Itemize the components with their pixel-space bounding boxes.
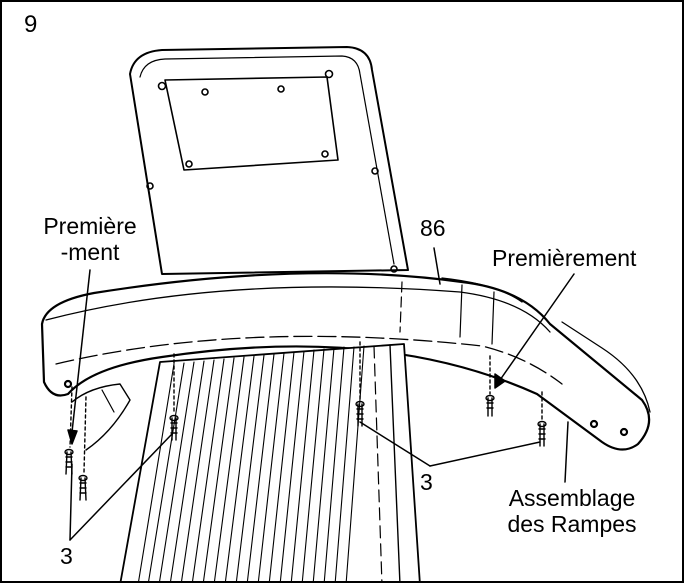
screw-count-left: 3: [60, 543, 73, 569]
label-premiere-line1: Première: [43, 213, 137, 239]
label-premierement: Premièrement: [492, 245, 637, 271]
screw-left-3: [169, 353, 179, 441]
screw-right-2: [485, 355, 495, 417]
leader-lines: [67, 247, 575, 541]
label-assembly-line1: Assemblage: [508, 485, 636, 511]
screw-right-3: [537, 391, 547, 447]
upright-base: [119, 343, 421, 581]
step-number: 9: [24, 11, 38, 38]
label-assembly-line2: des Rampes: [507, 511, 637, 537]
access-plate: [146, 69, 398, 273]
handrail-assembly: [40, 272, 651, 451]
label-premiere-line2: -ment: [60, 239, 120, 265]
screw-left-2: [78, 396, 88, 501]
screw-right-1: [355, 341, 365, 427]
screw-count-right: 3: [420, 469, 433, 495]
part-number-86: 86: [420, 215, 446, 241]
